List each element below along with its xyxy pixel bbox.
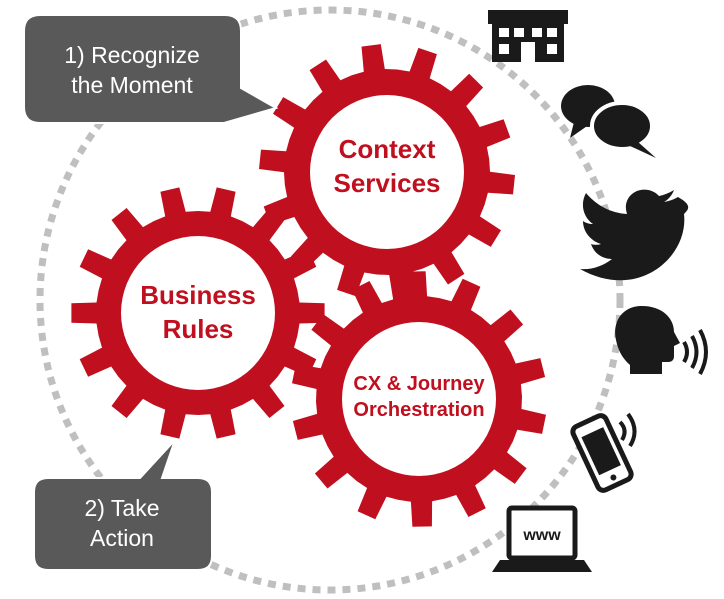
twitter-bird-icon — [580, 189, 689, 281]
gear-cx-shape — [292, 271, 546, 527]
store-icon — [488, 10, 568, 62]
callout-recognize-moment: 1) Recognize the Moment — [23, 14, 279, 124]
gear-cx-label-line2: Orchestration — [353, 399, 484, 421]
web-laptop-icon: www — [492, 505, 592, 572]
gear-business-label-line2: Rules — [163, 314, 234, 344]
dashed-ring — [36, 6, 624, 594]
gear-cx-label-line1: CX & Journey — [353, 373, 485, 395]
callout-take-action: 2) Take Action — [33, 439, 213, 571]
voice-icon — [615, 306, 708, 375]
callout-take-action-bubble — [33, 439, 213, 571]
gear-business-shape — [71, 187, 325, 439]
callout-recognize-bubble — [23, 14, 279, 124]
gear-context-label-line1: Context — [339, 134, 436, 164]
gear-context-shape — [259, 44, 515, 300]
gear-business-label-line1: Business — [140, 280, 256, 310]
mobile-phone-icon — [570, 412, 637, 493]
callout-take-action-line2: Action — [90, 525, 154, 551]
chat-icon — [561, 85, 656, 158]
gear-cx-orchestration: CX & Journey Orchestration — [292, 271, 546, 527]
gear-context-label-line2: Services — [334, 168, 441, 198]
gear-context-services: Context Services — [259, 44, 515, 300]
callout-recognize-line1: 1) Recognize — [64, 42, 200, 68]
callout-take-action-line1: 2) Take — [84, 495, 159, 521]
callout-recognize-line2: the Moment — [71, 72, 193, 98]
web-label: www — [522, 527, 561, 544]
gear-business-rules: Business Rules — [71, 187, 325, 439]
